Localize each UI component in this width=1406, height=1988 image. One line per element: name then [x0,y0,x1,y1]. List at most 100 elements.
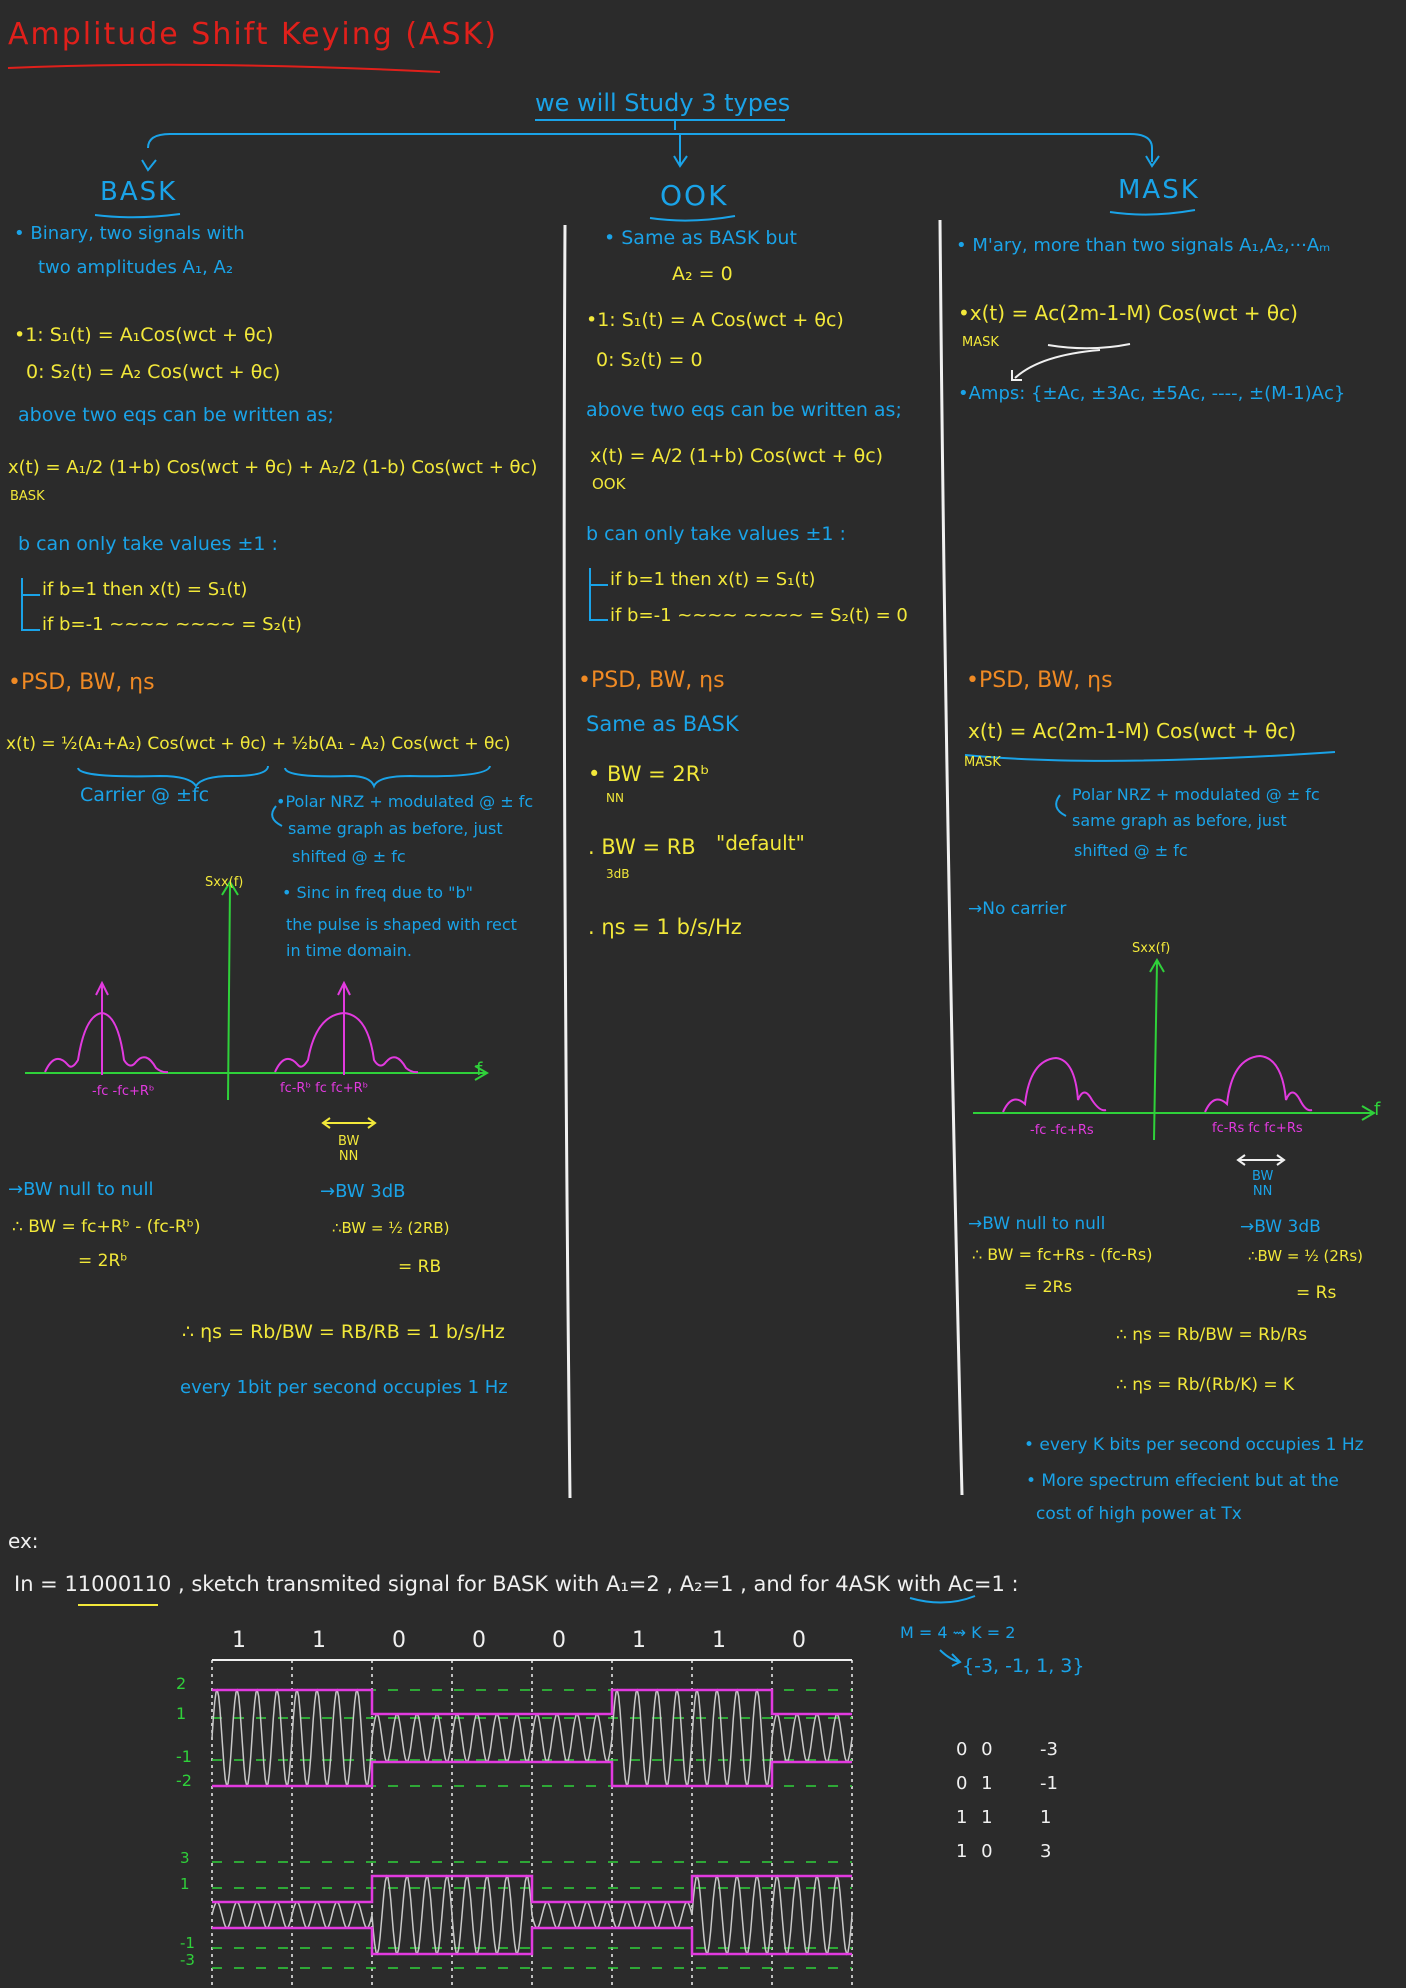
bask-sinc-1: • Sinc in freq due to "b" [282,883,474,902]
bask-bw-3db: →BW 3dB [320,1181,406,1202]
mapping-level: 1 [1040,1807,1052,1828]
bask-sxx-label: Sxx(f) [205,875,244,890]
mapping-bits: 0 0 [956,1739,997,1760]
ook-if-2: if b=-1 ~~~~ ~~~~ = S₂(t) = 0 [610,605,908,626]
bask-psd-axis [221,880,239,1101]
bask-eq-0: 0: S₂(t) = A₂ Cos(wᴄt + θᴄ) [26,361,281,383]
mask-xt: •x(t) = Aᴄ(2m-1-M) Cos(wᴄt + θᴄ) [958,301,1298,325]
bit-label: 1 [312,1628,326,1653]
bit-label: 0 [392,1628,406,1653]
bit-label: 0 [552,1628,566,1653]
ask4-level-label: 1 [180,1875,190,1893]
bask-level-label: 2 [176,1674,187,1693]
bask-bw-null-eq-1: ∴ BW = fᴄ+Rᵇ - (fᴄ-Rᵇ) [12,1217,201,1237]
mask-polar-1: Polar NRZ + modulated @ ± fᴄ [1072,785,1320,804]
bask-psd-eq: x(t) = ½(A₁+A₂) Cos(wᴄt + θᴄ) + ½b(A₁ - … [6,734,511,754]
bask-desc-1: • Binary, two signals with [14,223,245,244]
ook-bw-1: • BW = 2Rᵇ [588,762,710,786]
mask-polar-3: shifted @ ± fᴄ [1074,841,1188,860]
page-title: Amplitude Shift Keying (ASK) [8,17,498,52]
bask-bw-nn: BW NN [338,1134,360,1164]
mask-every-1: • every K bits per second occupies 1 Hz [1024,1435,1364,1455]
ook-bw-2-note: "default" [716,831,805,855]
mask-eta-2: ∴ ηs = Rb/(Rb/K) = K [1116,1375,1295,1395]
mask-heading: MASK [1118,175,1200,205]
ook-b-values: b can only take values ±1 : [586,523,846,545]
bask-psd-heading: •PSD, BW, ηs [8,670,155,695]
mask-tick-left: -fᴄ -fᴄ+Rs [1030,1123,1094,1138]
bit-label: 0 [472,1628,486,1653]
ook-if-1: if b=1 then x(t) = S₁(t) [610,569,816,590]
bask-eq-1: •1: S₁(t) = A₁Cos(wᴄt + θᴄ) [14,324,274,346]
bask-eta: ∴ ηs = Rb/BW = RB/RB = 1 b/s/Hz [182,1321,505,1343]
ook-bw-2: . BW = RB [588,835,696,859]
ook-same: Same as BASK [586,712,739,736]
ook-heading: OOK [660,179,729,212]
example-statement: In = 11000110 , sketch transmited signal… [14,1572,1019,1596]
mask-f-axis [973,1105,1376,1121]
mapping-bits: 1 1 [956,1807,997,1828]
bask-bw-3db-eq-1: ∴BW = ½ (2RB) [332,1219,450,1237]
ook-xt: x(t) = A/2 (1+b) Cos(wᴄt + θᴄ) [590,445,884,467]
ook-eta: . ηs = 1 b/s/Hz [588,915,742,939]
mask-bw-nn: BW NN [1252,1169,1274,1199]
bask-level-label: -1 [176,1747,192,1766]
bask-xt: x(t) = A₁/2 (1+b) Cos(wᴄt + θᴄ) + A₂/2 (… [8,457,538,478]
mask-xt-sub: MASK [962,335,999,350]
mask-amps: •Amps: {±Aᴄ, ±3Aᴄ, ±5Aᴄ, ----, ±(M-1)Aᴄ} [958,383,1346,404]
bask-sinc-2: the pulse is shaped with rect [286,915,517,934]
title-underline [7,63,441,73]
ook-desc-1: • Same as BASK but [604,227,797,249]
ook-bw-1-sub: NN [606,791,624,805]
bask-spectrum-plot [25,880,489,1129]
bask-b-values: b can only take values ±1 : [18,533,278,555]
example-label: ex: [8,1529,39,1553]
bask-polar-3: shifted @ ± fᴄ [292,847,406,866]
mask-desc: • M'ary, more than two signals A₁,A₂,···… [956,235,1331,256]
bask-carrier: Carrier @ ±fᴄ [80,784,210,806]
mask-psd-heading: •PSD, BW, ηs [966,668,1113,693]
bask-level-label: 1 [176,1704,187,1723]
bask-if-1: if b=1 then x(t) = S₁(t) [42,579,248,600]
bask-every: every 1bit per second occupies 1 Hz [180,1377,508,1398]
mapping-bits: 1 0 [956,1841,997,1862]
mask-psd-axis [1149,958,1165,1141]
mapping-level: -3 [1040,1739,1058,1760]
mask-psd-sub: MASK [964,755,1001,770]
ook-eq-0: 0: S₂(t) = 0 [596,349,703,371]
mask-tick-right: fᴄ-Rs fᴄ fᴄ+Rs [1212,1121,1303,1136]
mask-f-label: f [1374,1099,1381,1120]
bask-waveform [211,1659,853,1988]
mask-bw-3db: →BW 3dB [1240,1217,1321,1237]
ook-xt-sub: OOK [592,475,626,493]
mask-psd-eq: x(t) = Aᴄ(2m-1-M) Cos(wᴄt + θᴄ) [968,719,1297,743]
divider-left [562,224,572,1499]
bask-note: above two eqs can be written as; [18,404,334,426]
bit-label: 1 [632,1628,646,1653]
bit-label: 1 [712,1628,726,1653]
ook-desc-2: A₂ = 0 [672,263,733,285]
bask-bw-null: →BW null to null [8,1179,154,1200]
ask4-level-label: -3 [180,1951,195,1969]
divider-right [938,219,964,1496]
example-set: {-3, -1, 1, 3} [962,1655,1085,1677]
mask-bw-null-eq-2: = 2Rs [1024,1277,1073,1296]
mapping-bits: 0 1 [956,1773,997,1794]
bit-label: 1 [232,1628,246,1653]
bask-bw-null-eq-2: = 2Rᵇ [78,1251,128,1271]
tree-arrowheads [141,155,1160,172]
tree-branches [147,133,1153,162]
bask-xt-sub: BASK [10,489,45,504]
ook-eq-1: •1: S₁(t) = A Cos(wᴄt + θᴄ) [586,309,844,331]
ook-note: above two eqs can be written as; [586,399,902,421]
bask-level-label: -2 [176,1771,192,1790]
bask-f-label: f [476,1059,483,1080]
bask-polar-2: same graph as before, just [288,819,503,838]
mask-spectrum-plot [973,958,1376,1166]
bask-tick-left: -fᴄ -fᴄ+Rᵇ [92,1084,155,1099]
mask-bw-3db-eq-2: = Rs [1296,1283,1337,1303]
ook-psd-heading: •PSD, BW, ηs [578,668,725,693]
bask-bw-3db-eq-2: = RB [398,1257,442,1277]
mask-bw-3db-eq-1: ∴BW = ½ (2Rs) [1248,1247,1364,1265]
bask-if-2: if b=-1 ~~~~ ~~~~ = S₂(t) [42,614,302,635]
